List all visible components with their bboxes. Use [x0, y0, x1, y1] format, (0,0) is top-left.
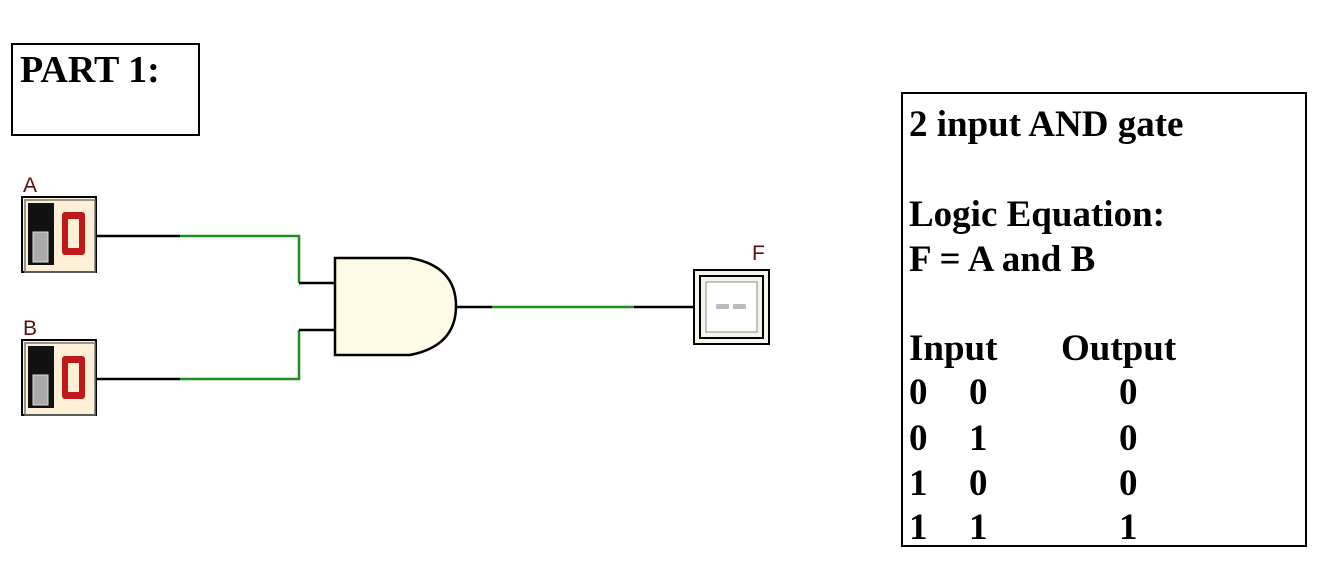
input-b-value: 1 [969, 418, 988, 459]
input-a-value: 1 [909, 463, 928, 504]
truth-table-panel: 2 input AND gate Logic Equation: F = A a… [901, 92, 1307, 547]
output-indicator-f [693, 269, 770, 345]
output-value: 0 [1119, 372, 1138, 413]
part-title-box: PART 1: [11, 43, 200, 136]
input-b-value: 0 [969, 463, 988, 504]
switch-b-state-digit [62, 356, 85, 399]
output-value: 0 [1119, 463, 1138, 504]
switch-a-label: A [23, 174, 38, 197]
switch-b-label: B [23, 317, 38, 340]
input-a-value: 0 [909, 372, 928, 413]
output-header: Output [1061, 328, 1177, 369]
input-a-value: 0 [909, 418, 928, 459]
and-gate[interactable] [333, 256, 458, 357]
wire-a [96, 234, 335, 285]
logic-equation: F = A and B [909, 239, 1096, 280]
input-b-value: 1 [969, 507, 988, 548]
input-header: Input [909, 328, 998, 369]
part-title: PART 1: [20, 49, 160, 91]
switch-a[interactable] [21, 196, 97, 273]
output-value: 1 [1119, 507, 1138, 548]
output-value: 0 [1119, 418, 1138, 459]
wire-b [96, 328, 335, 381]
switch-b[interactable] [21, 339, 97, 416]
logic-equation-label: Logic Equation: [909, 194, 1165, 235]
switch-a-state-digit [62, 212, 85, 255]
output-display-digit [716, 304, 746, 309]
input-a-value: 1 [909, 507, 928, 548]
input-b-value: 0 [969, 372, 988, 413]
gate-title: 2 input AND gate [909, 104, 1184, 145]
output-f-label: F [752, 242, 765, 265]
